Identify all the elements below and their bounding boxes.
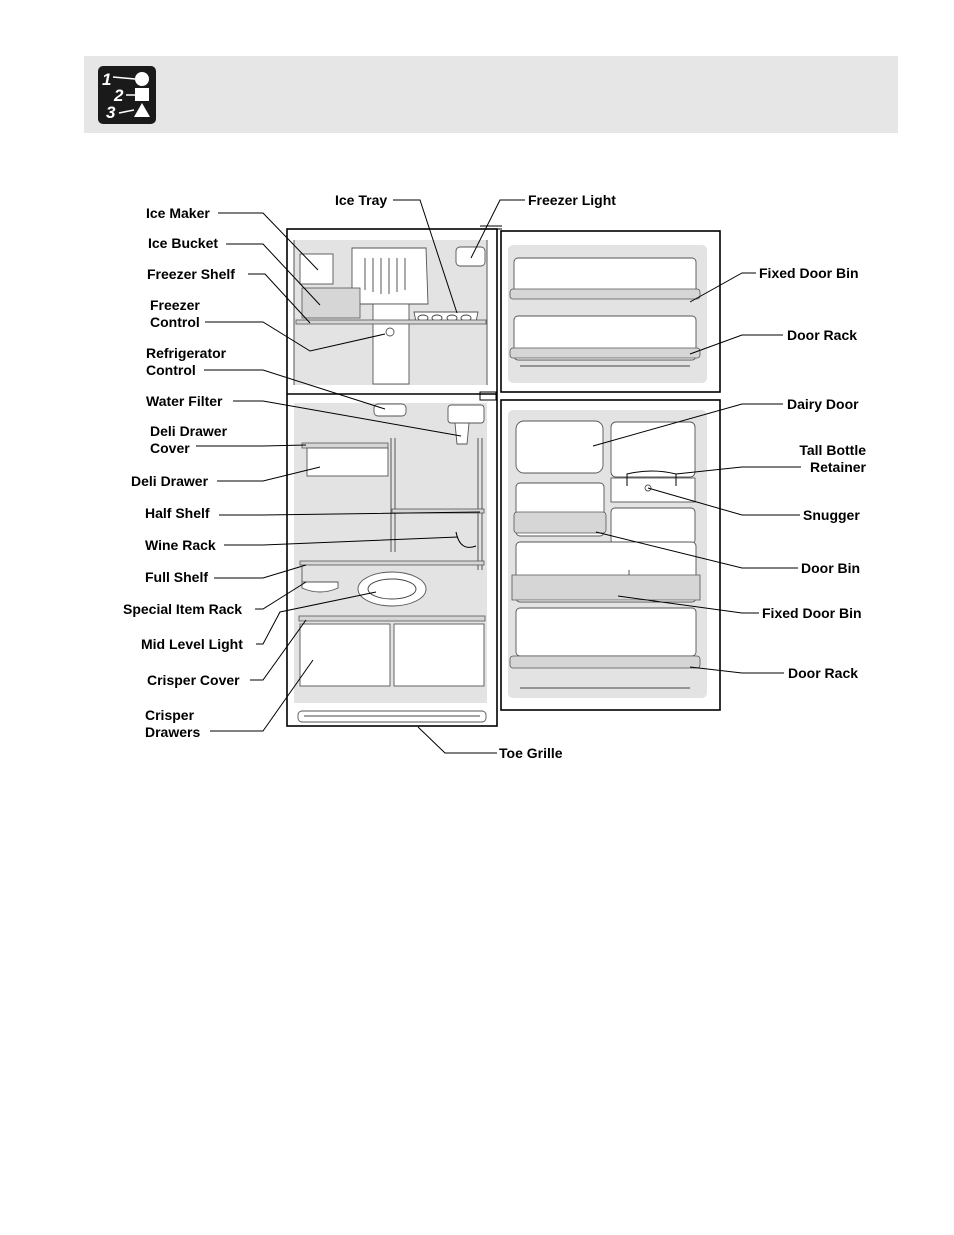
label-water-filter: Water Filter xyxy=(146,393,223,409)
crisper-drawer-right xyxy=(393,623,485,687)
header-band xyxy=(84,56,898,133)
mid-level-light xyxy=(357,571,427,607)
label-ice-maker: Ice Maker xyxy=(146,205,210,221)
refrigerator-control xyxy=(373,403,407,417)
fixed-door-bin-fresh xyxy=(511,574,701,601)
label-door-rack-bottom: Door Rack xyxy=(788,665,858,681)
svg-text:1: 1 xyxy=(102,70,111,89)
tall-bottle-retainer xyxy=(626,470,677,486)
svg-text:3: 3 xyxy=(106,103,116,122)
label-freezer-light: Freezer Light xyxy=(528,192,616,208)
crisper-cover xyxy=(298,615,486,622)
freezer-control-knob xyxy=(385,327,395,337)
door-rack-fresh xyxy=(509,655,701,669)
freezer-duct xyxy=(372,303,410,385)
label-dairy-door: Dairy Door xyxy=(787,396,859,412)
freezer-shelf xyxy=(295,319,487,325)
label-freezer-control-line1: Freezer xyxy=(150,297,200,313)
callout-labels: Ice Maker Ice Bucket Freezer Shelf Freez… xyxy=(123,192,867,761)
fixed-door-bin-freezer xyxy=(509,288,701,300)
label-crisper-cover: Crisper Cover xyxy=(147,672,240,688)
label-freezer-control-line2: Control xyxy=(150,314,200,330)
label-toe-grille: Toe Grille xyxy=(499,745,563,761)
door-rack-freezer xyxy=(509,347,701,359)
label-deli-drawer: Deli Drawer xyxy=(131,473,209,489)
label-door-bin: Door Bin xyxy=(801,560,860,576)
freezer-door xyxy=(500,230,721,393)
steps-1-2-3-icon: 1 2 3 xyxy=(98,66,156,124)
wine-rack xyxy=(455,531,477,548)
label-tall-bottle-retainer-line2: Retainer xyxy=(810,459,867,475)
label-mid-level-light: Mid Level Light xyxy=(141,636,243,652)
toe-grille xyxy=(297,710,487,723)
svg-text:2: 2 xyxy=(113,86,124,105)
label-full-shelf: Full Shelf xyxy=(145,569,208,585)
label-ice-tray: Ice Tray xyxy=(335,192,387,208)
label-fixed-door-bin-top: Fixed Door Bin xyxy=(759,265,859,281)
freezer-compartment xyxy=(293,240,488,385)
label-refrigerator-control-line2: Control xyxy=(146,362,196,378)
label-deli-drawer-cover-line1: Deli Drawer xyxy=(150,423,228,439)
ice-maker-auger-cover xyxy=(351,247,429,305)
fresh-food-compartment xyxy=(294,403,487,723)
label-snugger: Snugger xyxy=(803,507,860,523)
label-fixed-door-bin-bottom: Fixed Door Bin xyxy=(762,605,862,621)
label-refrigerator-control-line1: Refrigerator xyxy=(146,345,227,361)
water-filter xyxy=(454,422,470,445)
crisper-drawer-left xyxy=(299,623,391,687)
ice-bucket xyxy=(301,287,361,319)
refrigerator-cabinet xyxy=(286,225,502,727)
label-crisper-drawers-line2: Drawers xyxy=(145,724,200,740)
deli-drawer xyxy=(306,447,389,477)
label-deli-drawer-cover-line2: Cover xyxy=(150,440,190,456)
special-item-rack xyxy=(301,567,339,593)
fresh-food-door xyxy=(500,399,721,711)
label-half-shelf: Half Shelf xyxy=(145,505,210,521)
door-bin xyxy=(513,511,607,534)
label-door-rack-top: Door Rack xyxy=(787,327,857,343)
leader-lines xyxy=(196,199,801,754)
freezer-light xyxy=(455,246,486,267)
water-filter-housing xyxy=(447,404,485,424)
label-wine-rack: Wine Rack xyxy=(145,537,216,553)
full-shelf xyxy=(299,560,485,566)
label-tall-bottle-retainer-line1: Tall Bottle xyxy=(799,442,866,458)
label-ice-bucket: Ice Bucket xyxy=(148,235,218,251)
label-freezer-shelf: Freezer Shelf xyxy=(147,266,235,282)
tall-bottle-retainer-bar xyxy=(610,477,696,503)
dairy-door xyxy=(515,420,604,474)
deli-drawer-cover xyxy=(301,442,389,449)
label-special-item-rack: Special Item Rack xyxy=(123,601,242,617)
label-crisper-drawers-line1: Crisper xyxy=(145,707,195,723)
